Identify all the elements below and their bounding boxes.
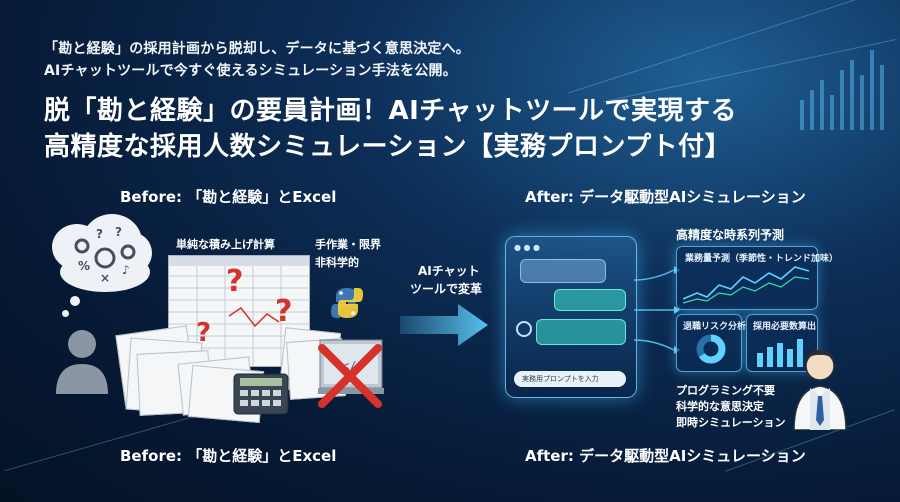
chat-bubble-icon — [536, 319, 626, 345]
attrition-panel: 退職リスク分析 — [676, 314, 746, 372]
arrow-right-icon — [400, 304, 488, 346]
businessman-icon — [793, 350, 847, 430]
cross-icon — [318, 344, 382, 408]
after-label-bottom: After: データ駆動型AIシミュレーション — [525, 447, 806, 465]
connector-lines — [634, 266, 680, 354]
python-logo-icon — [331, 288, 363, 318]
after-label-top: After: データ駆動型AIシミュレーション — [525, 188, 806, 206]
chat-bubble-icon — [554, 289, 626, 311]
title-line-1: 脱「勘と経験」の要員計画！AIチャットツールで実現する — [44, 96, 738, 126]
subtitle-line-2: AIチャットツールで今すぐ使えるシミュレーション手法を公開。 — [44, 63, 457, 79]
svg-text:×: × — [100, 271, 110, 285]
chat-bubble-icon — [520, 259, 606, 283]
before-label-bottom: Before: 「勘と経験」とExcel — [120, 447, 337, 465]
svg-text:%: % — [78, 259, 90, 273]
svg-text:♪: ♪ — [122, 263, 130, 277]
svg-text:?: ? — [96, 227, 103, 241]
transition-line-1: AIチャット — [418, 264, 480, 278]
subtitle-line-1: 「勘と経験」の採用計画から脱却し、データに基づく意思決定へ。 — [44, 41, 470, 57]
demand-forecast-panel: 業務量予測（季節性・トレンド加味） — [676, 246, 838, 310]
spreadsheet-grid — [169, 256, 309, 366]
before-label-top: Before: 「勘と経験」とExcel — [120, 188, 337, 206]
benefit-no-programming: プログラミング不要 — [676, 384, 775, 397]
note-unscientific: 非科学的 — [315, 256, 359, 269]
svg-text:?: ? — [115, 225, 122, 239]
note-manual-limit: 手作業・限界 — [315, 238, 381, 251]
avatar — [516, 321, 532, 337]
question-icon: ? — [275, 294, 293, 329]
window-dots: ● ● ● — [514, 243, 541, 252]
benefit-instant: 即時シミュレーション — [676, 416, 786, 429]
donut-chart-icon — [696, 334, 726, 364]
note-simple-calc: 単純な積み上げ計算 — [176, 238, 275, 251]
calculator-icon — [233, 373, 289, 415]
benefit-scientific: 科学的な意思決定 — [676, 400, 764, 413]
decor-bar-chart — [800, 50, 884, 130]
title-line-2: 高精度な採用人数シミュレーション【実務プロンプト付】 — [44, 132, 732, 162]
line-chart-icon — [683, 266, 810, 304]
attrition-label: 退職リスク分析 — [683, 322, 747, 332]
prompt-input[interactable]: 実務用プロンプトを入力 — [514, 371, 626, 387]
person-icon — [56, 330, 108, 394]
forecast-title: 高精度な時系列予測 — [676, 228, 785, 242]
gear-icon: ??% ♪ × — [74, 225, 136, 285]
transition-line-2: ツールで変革 — [410, 282, 483, 296]
demand-panel-label: 業務量予測（季節性・トレンド加味） — [685, 254, 839, 264]
hiring-label: 採用必要数算出 — [753, 322, 817, 332]
question-icon: ? — [196, 318, 212, 348]
question-icon: ? — [226, 264, 244, 299]
bar-chart-icon — [757, 339, 803, 367]
chat-window: ● ● ● 実務用プロンプトを入力 — [505, 236, 637, 398]
prompt-placeholder: 実務用プロンプトを入力 — [522, 375, 599, 383]
